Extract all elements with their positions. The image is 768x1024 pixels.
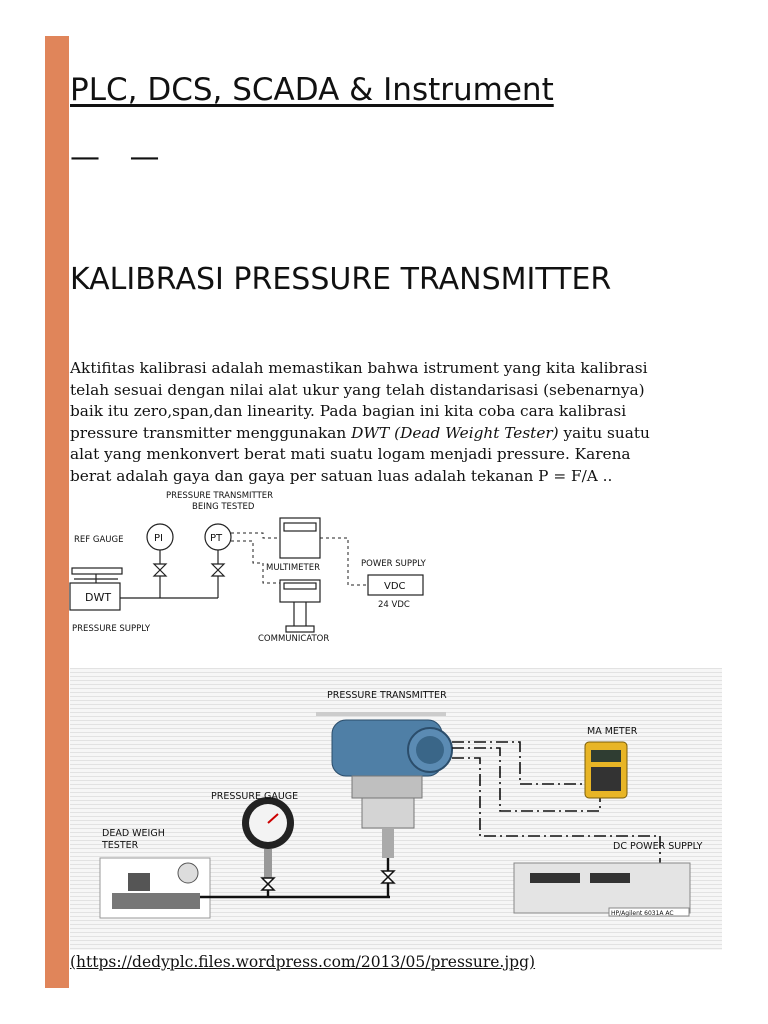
communicator-box [279, 579, 321, 603]
label-ref-gauge: REF GAUGE [74, 535, 123, 545]
dwt-emphasis: DWT (Dead Weight Tester) [351, 423, 559, 442]
vdc-box [367, 574, 424, 596]
dc-power-supply-image [513, 862, 691, 917]
label-multimeter: MULTIMETER [266, 563, 320, 573]
paragraph-text: yaitu suatu [558, 423, 650, 442]
label-24vdc: 24 VDC [378, 600, 410, 610]
label-tester: TESTER [101, 840, 139, 851]
paragraph-line: baik itu zero,span,dan linearity. Pada b… [70, 402, 627, 420]
post-paragraph: Aktifitas kalibrasi adalah memastikan ba… [70, 358, 718, 487]
ma-meter-image [584, 741, 628, 799]
dwt-box [69, 582, 121, 611]
label-pressure-transmitter: PRESSURE TRANSMITTER [166, 491, 273, 501]
label-psu-model: HP/Agilent 6031A AC [611, 910, 674, 917]
label-pressure-supply: PRESSURE SUPPLY [72, 624, 151, 634]
label-pi: PI [154, 533, 163, 544]
label-pressure-transmitter: PRESSURE TRANSMITTER [327, 690, 447, 701]
label-vdc: VDC [384, 581, 406, 592]
paragraph-line: Aktifitas kalibrasi adalah memastikan ba… [70, 359, 648, 377]
dwt-weight-top [71, 567, 123, 575]
paragraph-line: alat yang menkonvert berat mati suatu lo… [70, 445, 631, 463]
dead-weight-tester-image [99, 857, 211, 919]
label-being-tested: BEING TESTED [192, 502, 255, 512]
calibration-setup-illustration: PRESSURE TRANSMITTER MA METER PRESSURE G… [70, 668, 722, 950]
label-pressure-gauge: PRESSURE GAUGE [211, 791, 298, 802]
valve-icon [210, 563, 226, 577]
calibration-schematic: PRESSURE TRANSMITTER BEING TESTED REF GA… [69, 491, 427, 644]
valve-icon [380, 870, 396, 884]
site-title-link[interactable]: PLC, DCS, SCADA & Instrument [70, 72, 554, 108]
label-pt: PT [210, 533, 223, 544]
paragraph-line: telah sesuai dengan nilai alat ukur yang… [70, 380, 645, 399]
valve-icon [152, 563, 168, 577]
paragraph-line: berat adalah gaya dan gaya per satuan lu… [70, 466, 613, 485]
label-ma-meter: MA METER [587, 726, 638, 737]
image-source-link[interactable]: (https://dedyplc.files.wordpress.com/201… [70, 953, 536, 971]
paragraph-text: pressure transmitter menggunakan [70, 423, 352, 442]
label-power-supply: POWER SUPPLY [361, 559, 427, 569]
label-dc-power-supply: DC POWER SUPPLY [613, 841, 703, 852]
accent-bar [45, 36, 69, 988]
label-communicator: COMMUNICATOR [258, 634, 329, 644]
paragraph-line: pressure transmitter menggunakan DWT (De… [70, 423, 718, 445]
multimeter-box [279, 517, 321, 559]
pressure-gauge-image [242, 797, 294, 879]
valve-icon [260, 877, 276, 891]
title-divider: — — [70, 140, 170, 175]
label-dwt: DWT [85, 591, 111, 604]
post-title: KALIBRASI PRESSURE TRANSMITTER [70, 262, 612, 297]
pressure-transmitter-image [316, 712, 453, 858]
label-dead-weigh: DEAD WEIGH [102, 828, 165, 839]
